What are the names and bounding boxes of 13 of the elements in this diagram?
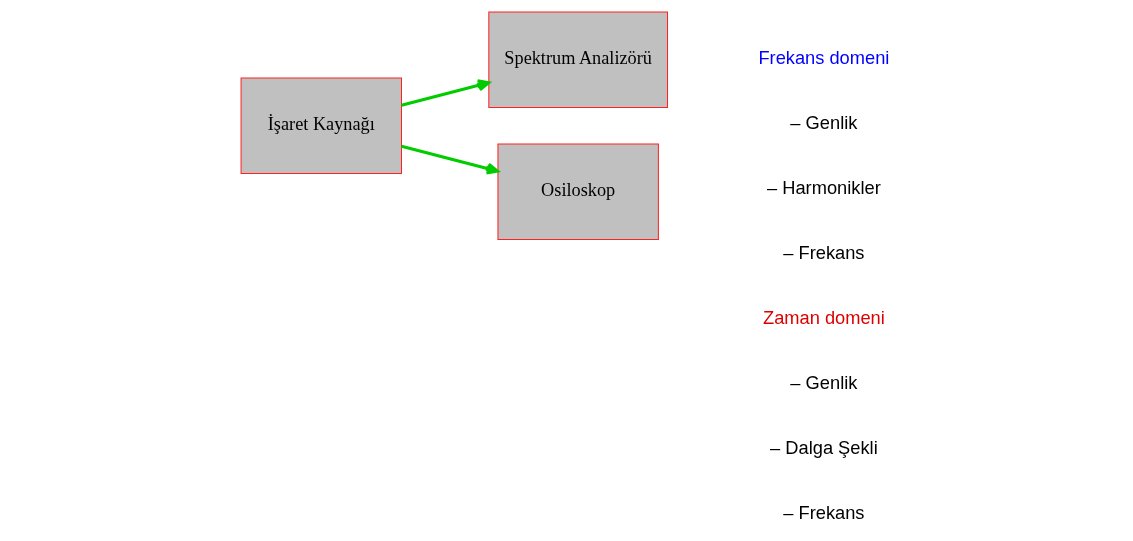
node-box: İşaret Kaynağı [240,77,402,175]
label: – Genlik [789,372,857,394]
node-box: Spektrum Analizörü [487,11,668,109]
label: – Frekans [782,242,864,264]
label: – Dalga Şekli [769,437,878,459]
label: – Harmonikler [766,177,881,199]
arrow [400,79,490,107]
arrow [400,144,499,175]
label: – Frekans [782,502,864,524]
label: Zaman domeni [762,307,885,329]
label: – Genlik [789,112,857,134]
label: Frekans domeni [757,47,889,69]
node-box: Osiloskop [496,143,659,241]
